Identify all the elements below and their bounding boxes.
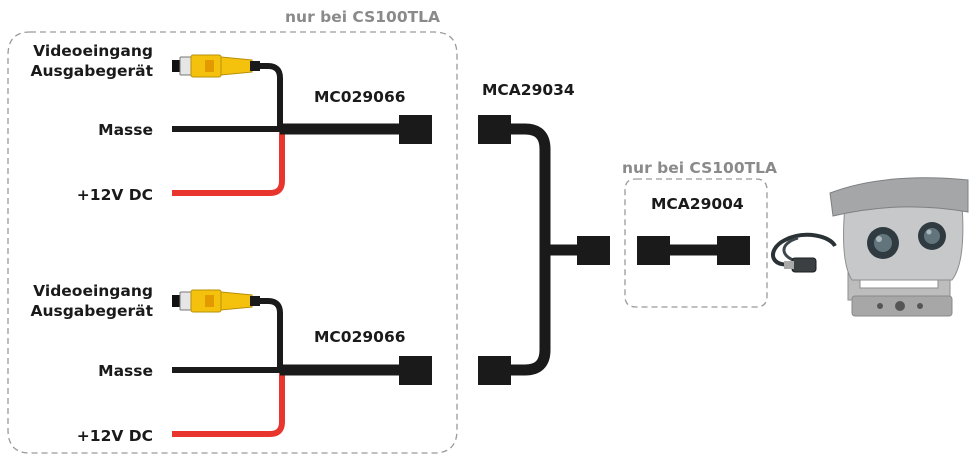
y-cable-wire <box>510 123 551 376</box>
power-label: +12V DC <box>77 186 153 204</box>
box-label-left: nur bei CS100TLA <box>285 8 440 26</box>
y-cable-connector-out <box>577 236 610 265</box>
video-input-label-line2: Ausgabegerät <box>30 62 153 80</box>
cs100tla-box-middle <box>624 178 768 308</box>
power-wire <box>172 370 285 437</box>
connection-group-1: Videoeingang Ausgabegerät Masse +12V DC … <box>30 42 432 204</box>
video-input-label-line1: Videoeingang <box>33 42 153 60</box>
twin-camera-image <box>771 177 969 317</box>
power-label: +12V DC <box>77 427 153 445</box>
cable-connector <box>399 115 432 144</box>
cs100tla-box-left <box>7 31 458 454</box>
ground-label: Masse <box>98 362 153 380</box>
cable-part-number: MC029066 <box>314 328 406 346</box>
camera-plug <box>791 257 817 273</box>
video-input-label-line1: Videoeingang <box>33 282 153 300</box>
rca-plug-icon <box>172 54 260 78</box>
extension-connector-right <box>717 236 750 265</box>
y-cable-connector-bottom <box>478 356 511 385</box>
power-wire <box>172 129 285 196</box>
camera-cable <box>771 232 837 267</box>
camera-visor <box>829 177 969 217</box>
extension-part-number: MCA29004 <box>651 195 744 213</box>
video-wire <box>258 298 283 370</box>
video-input-label-line2: Ausgabegerät <box>30 302 153 320</box>
y-cable-part-number: MCA29034 <box>482 81 575 99</box>
ground-label: Masse <box>98 121 153 139</box>
cable-part-number: MC029066 <box>314 88 406 106</box>
video-wire <box>258 63 283 129</box>
cable-connector <box>399 356 432 385</box>
extension-cable: MCA29004 <box>637 195 750 265</box>
y-cable: MCA29034 <box>478 81 610 385</box>
y-cable-connector-top <box>478 115 511 144</box>
camera-housing <box>843 204 964 281</box>
extension-connector-left <box>637 236 670 265</box>
box-label-middle: nur bei CS100TLA <box>622 159 777 177</box>
rca-plug-icon <box>172 289 260 313</box>
connection-group-2: Videoeingang Ausgabegerät Masse +12V DC … <box>30 282 432 445</box>
